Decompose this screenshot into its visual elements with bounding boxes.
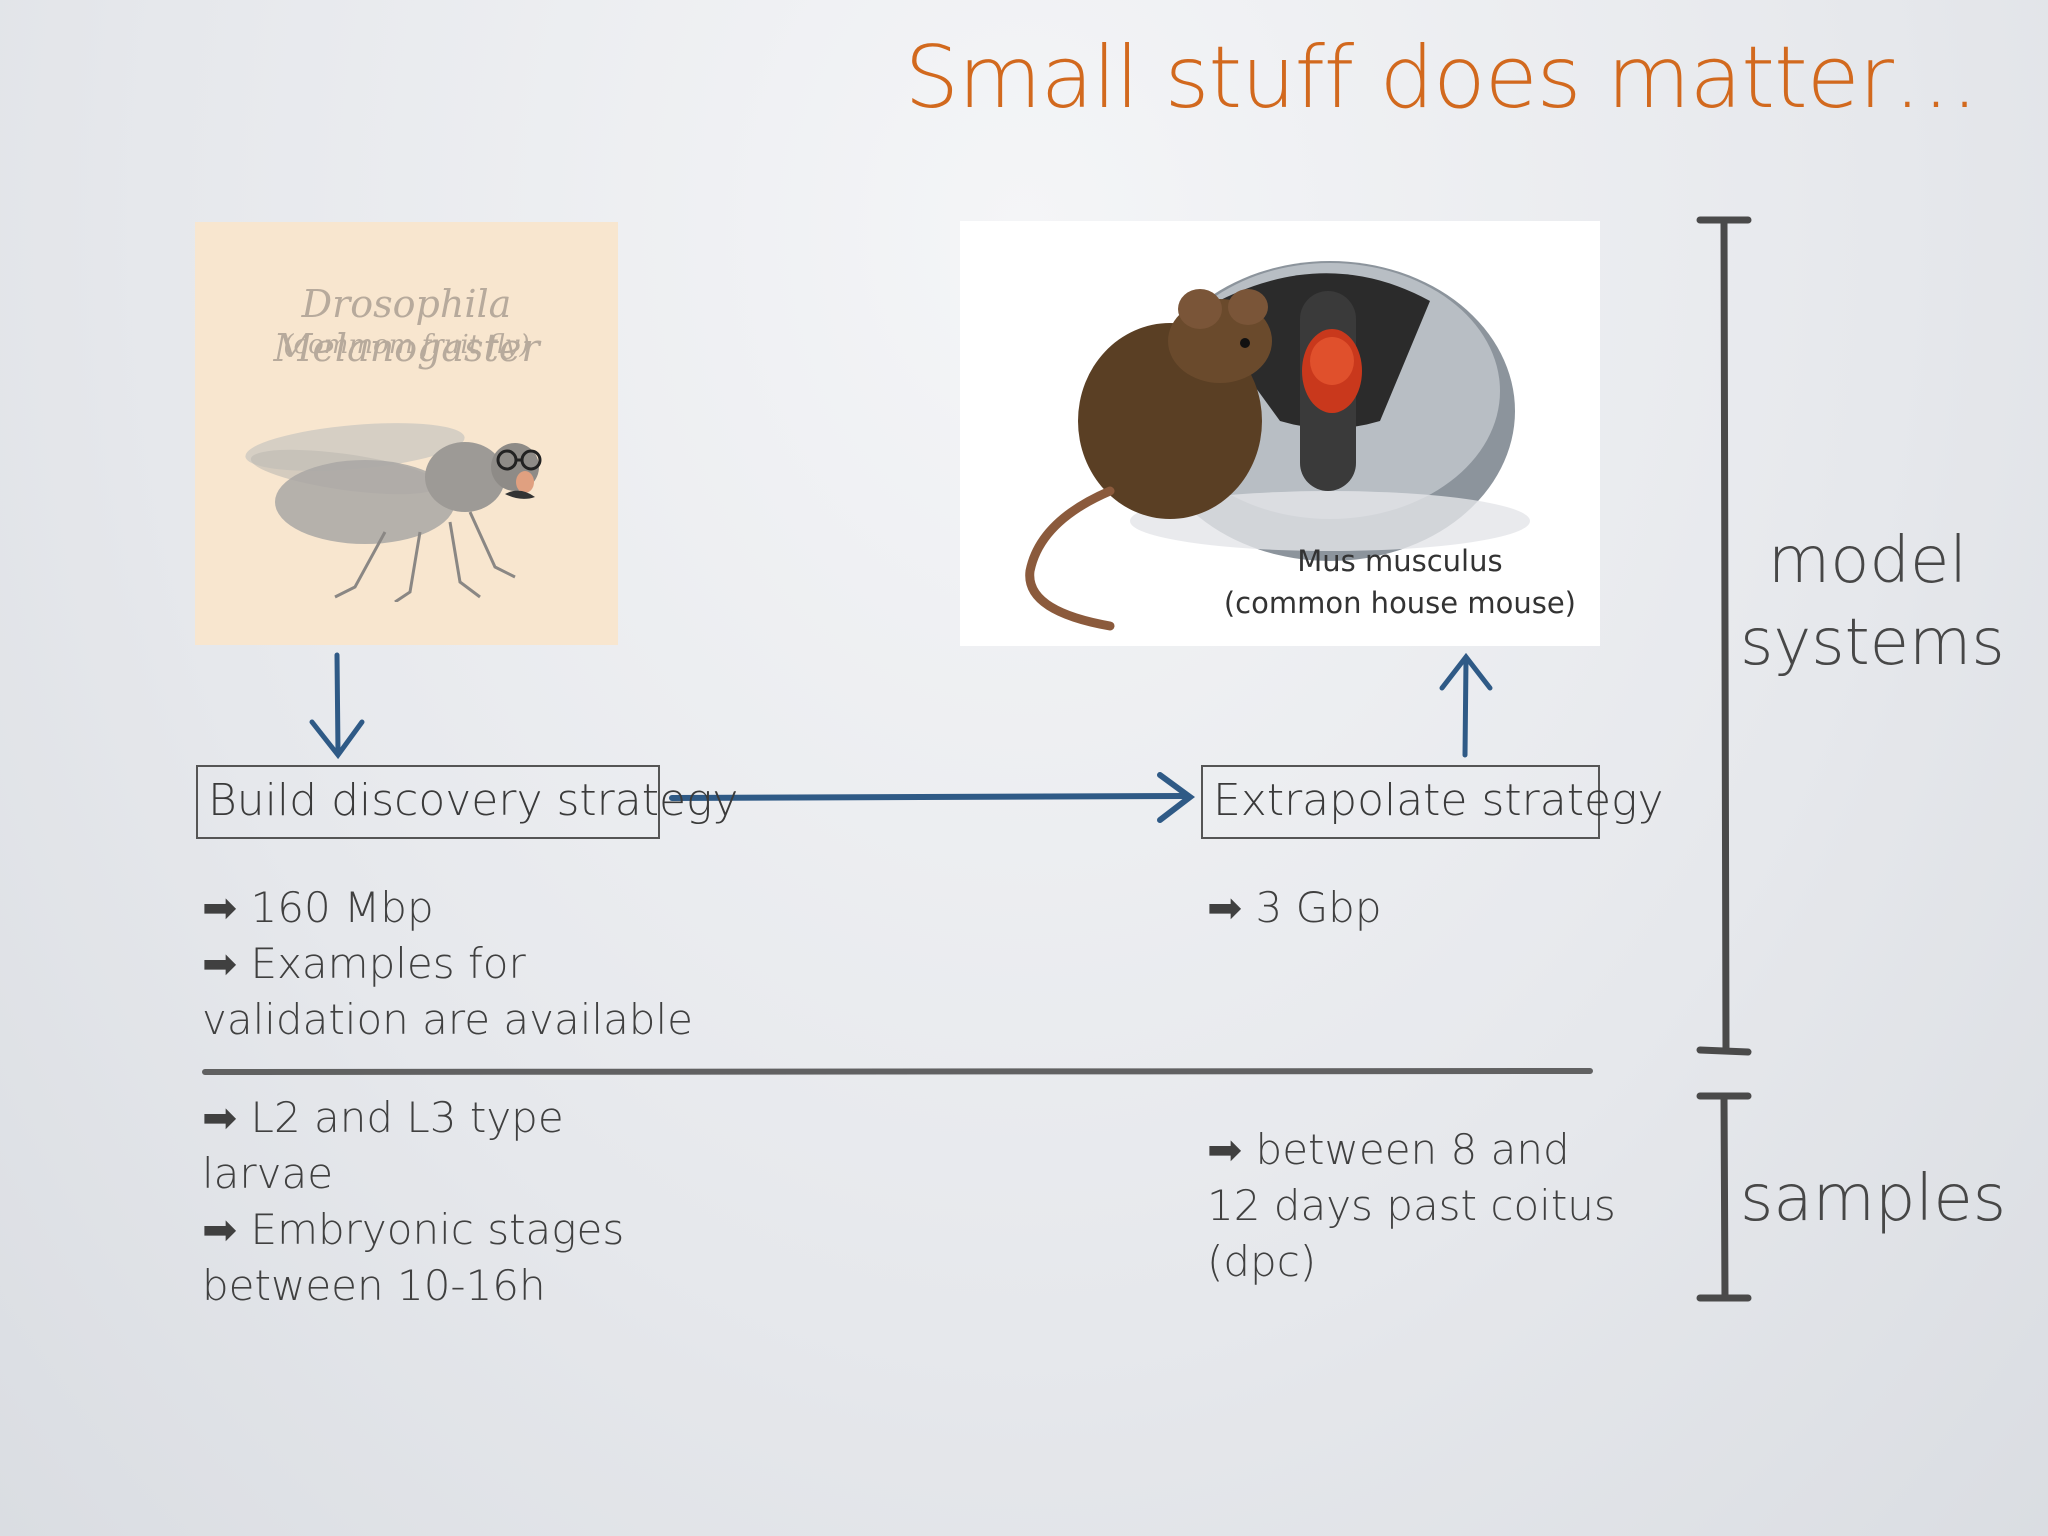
mouse-caption-line2: (common house mouse): [1223, 586, 1576, 620]
down-arrow-icon: [309, 652, 365, 760]
build-discovery-strategy-box: Build discovery strategy: [196, 765, 738, 839]
note-line: larvae: [202, 1149, 334, 1198]
model-systems-label: model systems: [1740, 520, 2005, 684]
mouse-genome-notes: ➡ 3 Gbp: [1207, 880, 1381, 936]
mouse-on-computer-mouse-icon: [1025, 261, 1530, 631]
note-line: ➡ Embryonic stages: [202, 1205, 625, 1254]
note-line: ➡ 3 Gbp: [1207, 883, 1382, 932]
right-arrow-icon: [669, 772, 1196, 823]
fly-genome-notes: ➡ 160 Mbp ➡ Examples for validation are …: [202, 880, 693, 1048]
model-systems-bracket: [1696, 216, 1752, 1056]
fly-caption-line1: Drosophila Melanogaster: [273, 282, 540, 370]
samples-bracket: [1696, 1092, 1752, 1302]
note-line: (dpc): [1207, 1237, 1317, 1286]
model-label-line2: systems: [1740, 606, 2005, 680]
section-divider: [202, 1068, 1593, 1075]
fly-illustration-icon: [245, 423, 542, 602]
note-line: validation are available: [202, 995, 693, 1044]
note-line: 12 days past coitus: [1207, 1181, 1616, 1230]
fruit-fly-image: Drosophila Melanogaster (commom fruit fl…: [195, 222, 618, 645]
fly-caption-line2: (commom fruit fly): [283, 330, 530, 360]
up-arrow-icon: [1439, 652, 1493, 758]
fly-sample-notes: ➡ L2 and L3 type larvae ➡ Embryonic stag…: [202, 1090, 624, 1314]
house-mouse-image: Mus musculus (common house mouse): [960, 221, 1600, 646]
extrapolate-strategy-box: Extrapolate strategy: [1201, 765, 1663, 839]
note-line: between 10-16h: [202, 1261, 546, 1310]
note-line: ➡ L2 and L3 type: [202, 1093, 564, 1142]
mouse-sample-notes: ➡ between 8 and 12 days past coitus (dpc…: [1207, 1122, 1616, 1290]
samples-label: samples: [1740, 1162, 2007, 1236]
model-label-line1: model: [1767, 524, 1968, 598]
note-line: ➡ 160 Mbp: [202, 883, 434, 932]
mouse-caption-line1: Mus musculus: [1297, 544, 1503, 578]
note-line: ➡ between 8 and: [1207, 1125, 1570, 1174]
mouse-caption: Mus musculus (common house mouse): [1224, 540, 1576, 624]
note-line: ➡ Examples for: [202, 939, 526, 988]
slide-title: Small stuff does matter…: [904, 28, 1979, 128]
